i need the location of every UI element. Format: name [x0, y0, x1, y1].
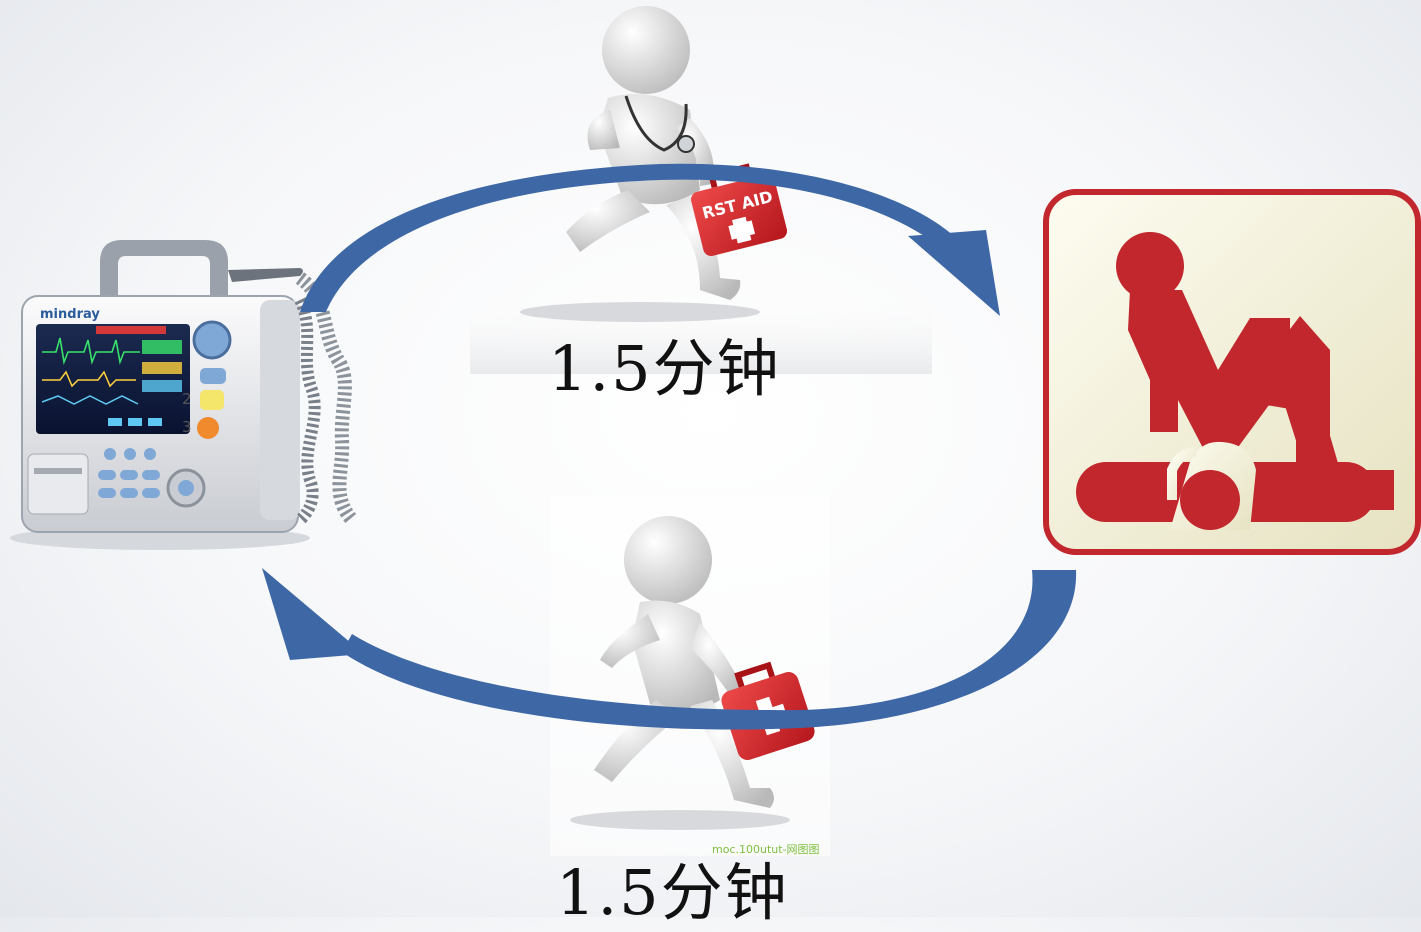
runner-bottom-icon — [550, 496, 830, 856]
cycle-arrow-top — [300, 163, 1000, 316]
svg-text:3: 3 — [182, 418, 192, 436]
runner-top-icon: RST AID — [470, 6, 932, 374]
cycle-arrow-bottom — [262, 568, 1077, 730]
step-top-duration: 1.5分钟 — [548, 332, 781, 405]
watermark-text: moc.100utut-网图图 — [712, 843, 820, 856]
device-brand: mindray — [40, 307, 100, 322]
defibrillator-icon: mindray 2 3 — [10, 240, 358, 550]
svg-text:2: 2 — [182, 390, 192, 408]
cpr-sign-icon — [1043, 189, 1421, 555]
step-bottom-duration: 1.5分钟 — [556, 856, 789, 929]
